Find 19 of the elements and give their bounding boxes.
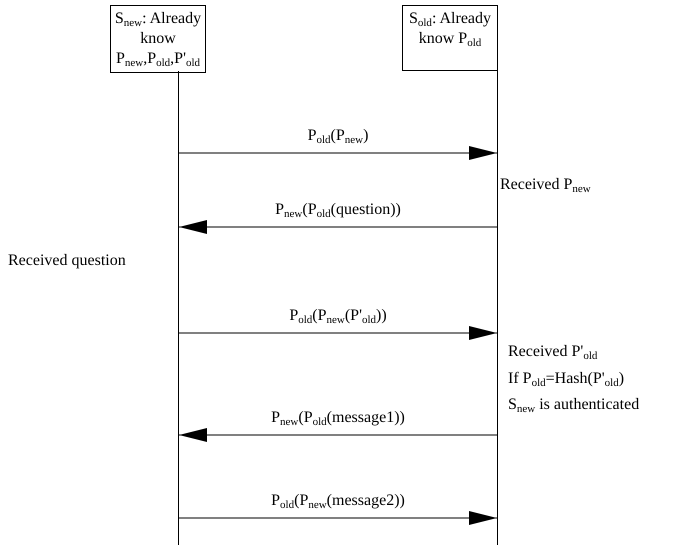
message-arrow [178,326,498,340]
lifeline [497,71,498,545]
note-text: Received question [8,252,126,270]
edge-label: P$_{old}$(P$_{new}$) [308,127,368,144]
participant-box: S$_{old}$: Already know P$_{old}$ [402,5,498,71]
edge-label: P$_{old}$(P$_{new}$(P'$_{old}$)) [289,307,387,324]
note-text: Received P$_{new}$ [500,176,591,194]
participant-box: S$_{new}$: Already know P$_{new}$,P$_{old}$,P'$_{old}$ [110,5,206,73]
edge-label: P$_{new}$(P$_{old}$(message1)) [271,409,405,426]
lifeline [178,71,179,545]
message-arrow [178,146,498,160]
note-text: S$_{new}$ is authenticated [508,396,640,414]
note-text: If P$_{old}$=Hash(P'$_{old}$) [508,370,624,388]
edge-label: P$_{new}$(P$_{old}$(question)) [275,201,401,218]
edge-label: P$_{old}$(P$_{new}$(message2)) [271,492,405,509]
message-arrow [178,428,498,442]
message-arrow [178,220,498,234]
message-arrow [178,511,498,525]
note-text: Received P'$_{old}$ [508,343,598,361]
